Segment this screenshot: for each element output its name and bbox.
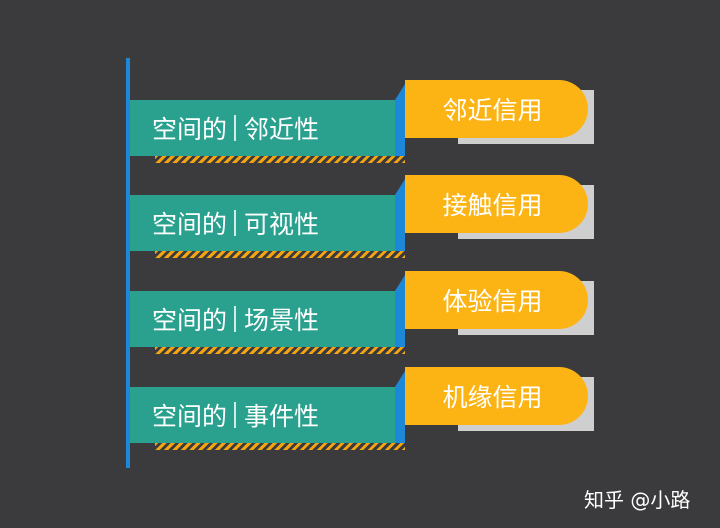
property-name: 事件性 <box>244 402 320 431</box>
blue-edge <box>395 291 405 347</box>
separator <box>234 306 237 332</box>
hatch-stripe <box>155 155 405 163</box>
watermark: 知乎 @小路 <box>584 488 691 512</box>
property-band: 空间的 可视性 <box>130 195 395 251</box>
credit-pill: 体验信用 <box>405 271 588 329</box>
blue-corner <box>395 179 405 195</box>
separator <box>234 402 237 428</box>
row-proximity: 空间的 邻近性 邻近信用 <box>0 80 720 170</box>
property-name: 场景性 <box>244 306 320 335</box>
blue-edge <box>395 195 405 251</box>
credit-label: 机缘信用 <box>442 383 543 412</box>
hatch-stripe <box>155 346 405 354</box>
property-prefix: 空间的 <box>152 115 228 144</box>
property-name: 邻近性 <box>244 115 320 144</box>
property-band: 空间的 事件性 <box>130 387 395 443</box>
blue-edge <box>395 387 405 443</box>
property-prefix: 空间的 <box>152 210 228 239</box>
row-event: 空间的 事件性 机缘信用 <box>0 367 720 457</box>
blue-corner <box>395 275 405 291</box>
credit-label: 邻近信用 <box>442 96 543 125</box>
hatch-stripe <box>155 250 405 258</box>
timeline-axis <box>126 58 130 468</box>
credit-pill: 机缘信用 <box>405 367 588 425</box>
property-name: 可视性 <box>244 210 320 239</box>
property-prefix: 空间的 <box>152 306 228 335</box>
hatch-stripe <box>155 442 405 450</box>
separator <box>234 210 237 236</box>
blue-corner <box>395 371 405 387</box>
credit-label: 体验信用 <box>442 287 543 316</box>
blue-corner <box>395 84 405 100</box>
row-scene: 空间的 场景性 体验信用 <box>0 271 720 361</box>
property-prefix: 空间的 <box>152 402 228 431</box>
blue-edge <box>395 100 405 156</box>
separator <box>234 115 237 141</box>
row-visibility: 空间的 可视性 接触信用 <box>0 175 720 265</box>
property-band: 空间的 邻近性 <box>130 100 395 156</box>
property-band: 空间的 场景性 <box>130 291 395 347</box>
credit-label: 接触信用 <box>442 191 543 220</box>
credit-pill: 邻近信用 <box>405 80 588 138</box>
credit-pill: 接触信用 <box>405 175 588 233</box>
